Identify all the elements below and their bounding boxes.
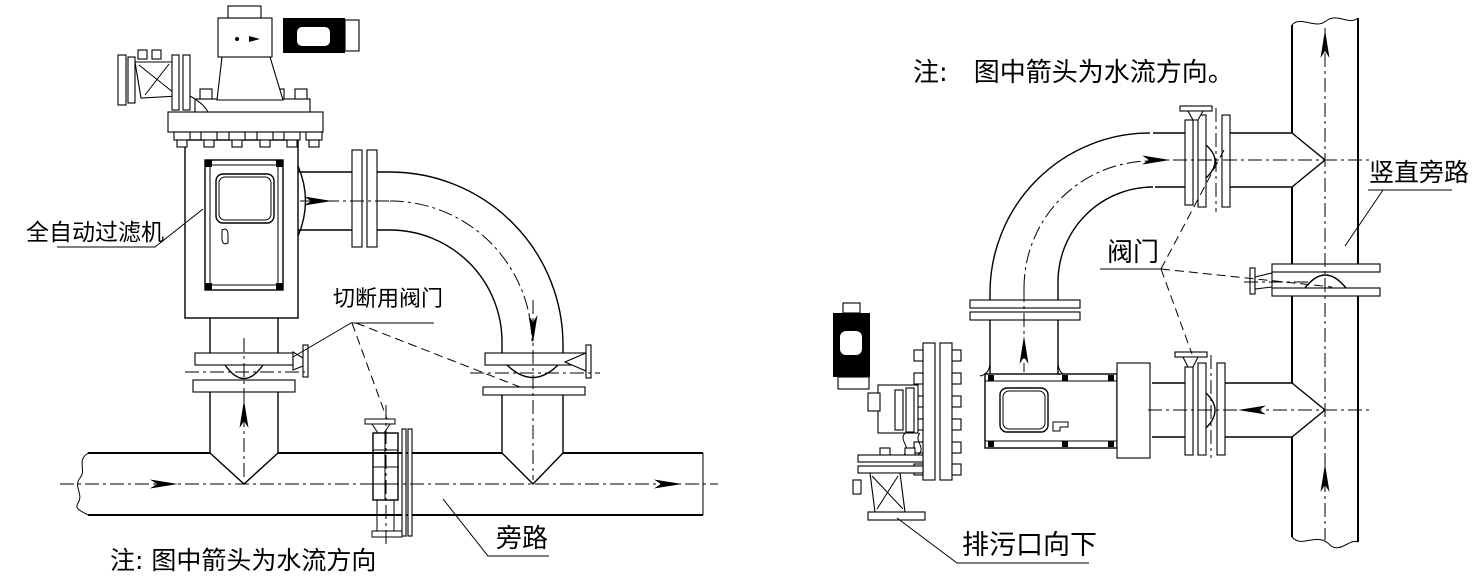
leader-valve-lower	[1160, 268, 1193, 355]
flow-arrow-up	[1019, 336, 1029, 364]
leader-valve-right	[1160, 268, 1333, 288]
valve-handwheel	[585, 344, 592, 379]
valve-outlet-branch	[1179, 105, 1231, 208]
drain-valve-down	[852, 432, 926, 521]
drive-end-assembly	[833, 302, 962, 481]
note-flow-direction-left: 注: 图中箭头为水流方向	[110, 546, 376, 575]
vertical-main-pipe	[1291, 17, 1359, 549]
pipe-break-line	[76, 452, 89, 516]
flow-arrow-up	[239, 400, 249, 428]
top-flange	[167, 111, 324, 133]
flange-plate	[969, 299, 1081, 309]
control-cabinet-door	[204, 159, 284, 291]
flange-plate	[366, 149, 378, 248]
vessel-window	[999, 387, 1049, 433]
flow-arrow-right	[1142, 155, 1170, 165]
flow-arrow-right	[654, 479, 682, 489]
pipe-break-line	[1291, 536, 1359, 549]
outlet-elbow-pipe	[297, 149, 564, 453]
valve-handwheel	[1249, 267, 1256, 295]
gearbox	[867, 384, 919, 434]
tee-outlet	[501, 452, 564, 485]
leader-valve-upper	[1160, 149, 1225, 270]
main-pipe	[76, 452, 704, 516]
inlet-branch-pipe	[1152, 382, 1292, 438]
left-labels: 全自动过滤机 切断用阀门 旁路 注: 图中箭头为水流方向	[26, 208, 549, 575]
valve-stem	[1254, 272, 1273, 290]
flow-arrows	[150, 196, 682, 489]
shutoff-valve-outlet	[482, 344, 592, 396]
label-vertical-bypass: 竖直旁路	[1369, 158, 1469, 187]
label-drain-down: 排污口向下	[962, 530, 1097, 561]
label-valve: 阀门	[1107, 238, 1159, 268]
leader-shutoff-left	[292, 322, 352, 358]
flow-arrow-down	[528, 315, 538, 343]
door-handle	[221, 228, 229, 245]
gear-drive-assembly	[216, 5, 284, 101]
main-flange	[922, 342, 936, 481]
flow-arrow-right	[304, 196, 332, 206]
drive-motor	[833, 302, 870, 390]
vessel-handle	[1052, 421, 1069, 432]
label-bypass: 旁路	[496, 524, 548, 554]
vessel-body	[984, 373, 1118, 449]
flange-plate	[969, 311, 1081, 321]
valve-stem	[1187, 110, 1204, 121]
leader-vertical-bypass	[1344, 189, 1452, 247]
door-window	[215, 173, 275, 224]
leader-shutoff-middle	[351, 322, 388, 420]
leader-filter-machine	[57, 208, 204, 248]
note-flow-direction-right: 注: 图中箭头为水流方向。	[913, 58, 1234, 88]
label-filter-machine: 全自动过滤机	[26, 220, 164, 246]
right-labels: 注: 图中箭头为水流方向。 阀门 竖直旁路 排污口向下	[896, 58, 1469, 564]
drive-motor	[283, 18, 360, 53]
valve-flange	[401, 428, 407, 537]
flow-arrow-right	[150, 479, 178, 489]
pipe-break-line	[1291, 17, 1359, 26]
valve-handwheel	[1174, 351, 1208, 358]
right-diagram-vertical-installation: 注: 图中箭头为水流方向。 阀门 竖直旁路 排污口向下	[833, 17, 1469, 564]
vessel-end-cap	[1116, 362, 1151, 459]
filter-machine	[117, 5, 360, 319]
valve-handwheel	[1179, 105, 1213, 112]
flow-arrows	[1019, 30, 1330, 492]
leader-bypass	[442, 498, 549, 557]
valve-handwheel	[302, 344, 309, 378]
flow-arrow-up	[1320, 464, 1330, 492]
drain-outlet-flange	[867, 511, 926, 521]
main-flange	[939, 342, 953, 481]
top-drain-valve	[117, 49, 209, 113]
left-diagram-horizontal-installation: 全自动过滤机 切断用阀门 旁路 注: 图中箭头为水流方向	[26, 5, 718, 575]
inlet-riser-pipe	[209, 318, 279, 453]
valve-inlet-branch	[1174, 351, 1226, 456]
leader-shutoff-right	[355, 322, 521, 388]
flange-plate	[351, 149, 363, 248]
top-flange-plate	[194, 98, 311, 113]
filter-vessel	[984, 362, 1151, 459]
valve-stem	[1182, 356, 1199, 368]
flow-arrow-left	[1238, 405, 1266, 415]
centerlines	[1023, 28, 1372, 540]
flow-arrow-up	[1320, 30, 1330, 58]
valve-flange	[407, 428, 413, 537]
label-shutoff-valve: 切断用阀门	[333, 287, 443, 312]
leader-drain-down	[896, 517, 1089, 564]
